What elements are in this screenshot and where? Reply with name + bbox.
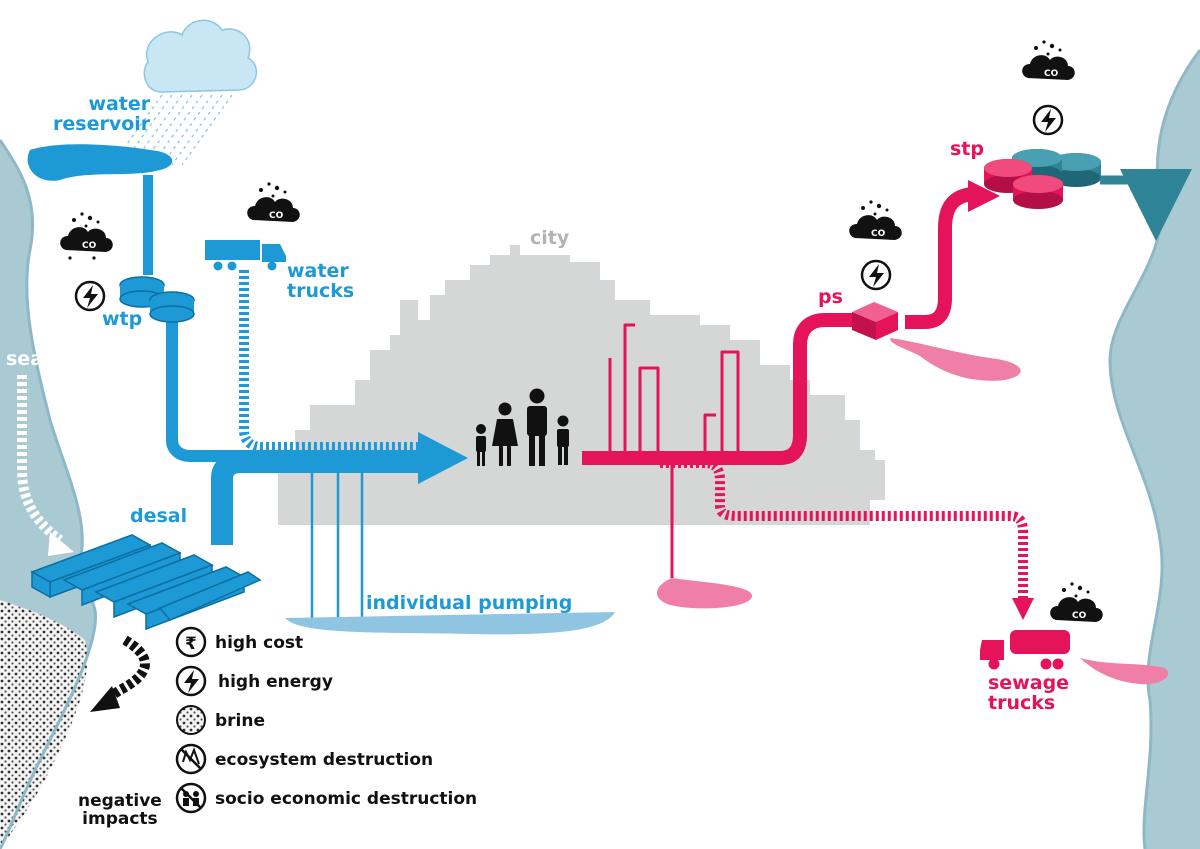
- water-reservoir-label: water reservoir: [53, 93, 151, 135]
- co2-cloud-icon: CO: [1022, 40, 1075, 80]
- sea-label: sea: [6, 348, 44, 370]
- stp-label: stp: [950, 138, 984, 160]
- co2-cloud-icon: CO: [1050, 582, 1103, 622]
- sewage-truck-icon: [980, 630, 1070, 670]
- water-trucks-label-line1: water: [287, 260, 349, 282]
- cloud: [143, 19, 258, 93]
- water-truck-icon: [205, 240, 286, 271]
- individual-pumping-label: individual pumping: [366, 592, 573, 614]
- legend-item-label: brine: [215, 711, 266, 731]
- co2-cloud-icon: CO: [247, 182, 300, 222]
- stp-tanks: [984, 149, 1101, 209]
- legend-title-line1: negative: [78, 791, 162, 811]
- water-trucks-label-line2: trucks: [287, 279, 355, 302]
- legend-item-label: ecosystem destruction: [215, 750, 434, 770]
- legend-title: negative impacts: [78, 791, 162, 829]
- desal-label: desal: [130, 505, 188, 527]
- rupee-icon: ₹: [175, 626, 207, 658]
- main-water-arrow: [418, 432, 468, 484]
- legend-item-label: socio economic destruction: [215, 789, 478, 809]
- sewage-pool-city: [657, 578, 753, 609]
- co2-cloud-icon: CO: [60, 212, 113, 260]
- svg-text:₹: ₹: [185, 634, 197, 654]
- legend-title-line2: impacts: [82, 808, 158, 829]
- svg-text:CO: CO: [82, 241, 97, 251]
- water-reservoir-label-line1: water: [88, 93, 151, 115]
- water-reservoir-shape: [27, 144, 173, 181]
- water-reservoir-label-line2: reservoir: [53, 112, 151, 135]
- family-icon: [476, 388, 569, 466]
- city-label: city: [530, 227, 570, 249]
- sewage-pool-ps: [890, 338, 1021, 381]
- svg-text:CO: CO: [269, 211, 284, 221]
- brine-dots-icon: [176, 705, 206, 735]
- svg-text:CO: CO: [871, 229, 886, 239]
- desal-plant: [30, 534, 262, 631]
- legend-item-label: high energy: [218, 672, 333, 692]
- ps-arrow-head: [968, 180, 1000, 212]
- lightning-icon-ps: [860, 259, 892, 291]
- lightning-icon-stp: [1032, 104, 1064, 136]
- svg-text:CO: CO: [1072, 611, 1087, 621]
- co2-cloud-icon: CO: [849, 200, 902, 240]
- coastline: [0, 139, 98, 849]
- water-trucks-label: water trucks: [287, 260, 355, 302]
- socio-economic-destruction-icon: [175, 782, 207, 814]
- sewage-pool-trucks: [1080, 658, 1169, 685]
- legend-item-label: high cost: [215, 633, 304, 653]
- river: [1110, 50, 1200, 849]
- groundwater-pool: [285, 612, 615, 635]
- svg-text:CO: CO: [1044, 69, 1059, 79]
- lightning-icon-wtp: [74, 280, 106, 312]
- ps-label: ps: [818, 286, 843, 308]
- brine-area: [0, 600, 88, 849]
- wtp-label: wtp: [102, 308, 143, 330]
- pumping-station-icon: [852, 302, 898, 340]
- ecosystem-destruction-icon: [175, 743, 207, 775]
- lightning-icon: [175, 665, 207, 697]
- sewage-trucks-label-line2: trucks: [988, 691, 1056, 714]
- sewage-trucks-label: sewage trucks: [988, 672, 1070, 714]
- sewage-trucks-label-line1: sewage: [988, 672, 1070, 694]
